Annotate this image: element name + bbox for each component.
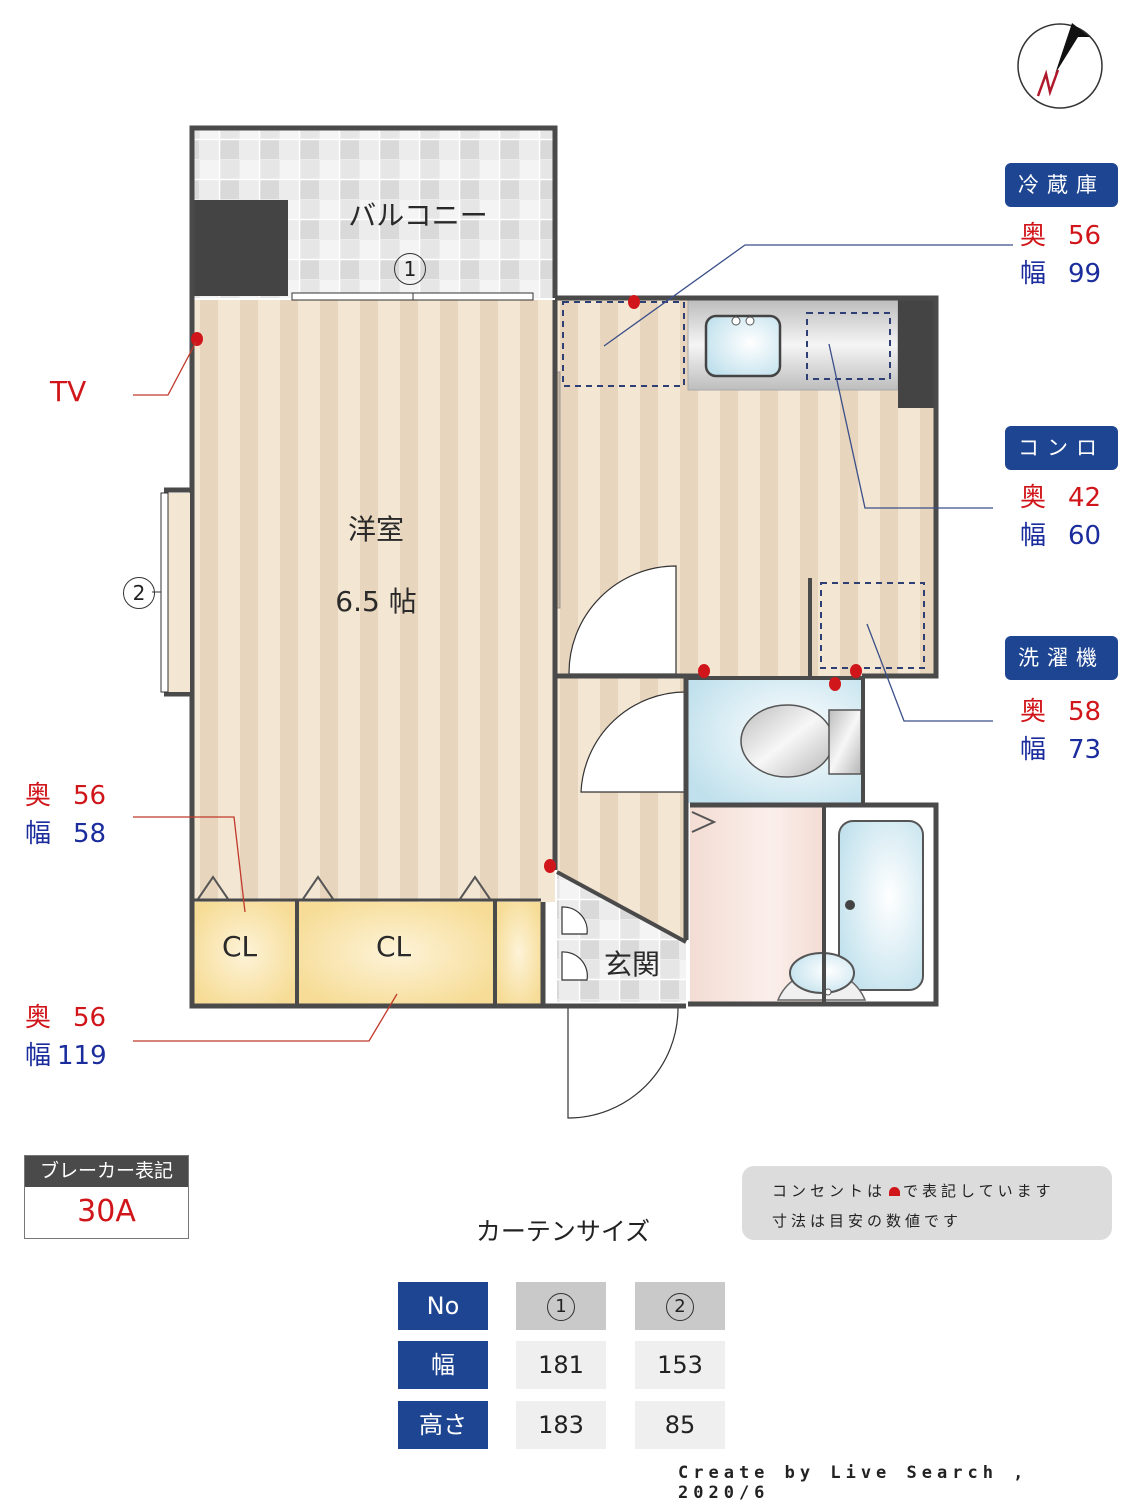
washer-space (808, 578, 925, 676)
row-header-height: 高さ (398, 1401, 488, 1449)
curtain-1-no: 1 (516, 1282, 606, 1330)
western-room-floor (192, 300, 555, 902)
outlet-icon (191, 332, 203, 346)
closet-2-label: CL (376, 930, 412, 963)
balcony-area (189, 125, 558, 300)
outlet-icon (850, 664, 862, 678)
toilet-room (688, 676, 865, 803)
curtain-size-title: カーテンサイズ (475, 1217, 651, 1246)
tv-label: TV (50, 375, 87, 408)
closets (194, 875, 541, 1004)
western-room-size: 6.5 帖 (335, 585, 417, 618)
front-door-swing (567, 1007, 679, 1119)
window-1-marker: 1 (394, 253, 426, 285)
sink-icon (704, 314, 782, 378)
curtain-1-width: 181 (516, 1341, 606, 1389)
curtain-2-width: 153 (635, 1341, 725, 1389)
outlet-icon (544, 859, 556, 873)
leader-lines (133, 244, 1013, 1042)
north-arrow-icon (1017, 23, 1103, 109)
walls (164, 295, 939, 1009)
balcony-label: バルコニー (348, 199, 488, 232)
breaker-info: ブレーカー表記 30A (24, 1155, 189, 1239)
curtain-1-height: 183 (516, 1401, 606, 1449)
bathtub-icon (838, 820, 924, 991)
window-1 (291, 292, 534, 301)
toilet-icon (740, 704, 834, 778)
outlet-icon (628, 295, 640, 309)
breaker-title: ブレーカー表記 (25, 1156, 188, 1187)
bathroom (688, 802, 939, 1007)
entrance-label: 玄関 (603, 948, 660, 981)
window-2 (152, 492, 190, 693)
kitchen-counter (687, 298, 935, 408)
stove-space (806, 312, 891, 380)
outlet-markers (191, 295, 862, 873)
window-2-marker: 2 (123, 577, 155, 609)
outlet-icon (829, 677, 841, 691)
row-header-width: 幅 (398, 1341, 488, 1389)
stove-badge: コンロ (1005, 426, 1118, 470)
breaker-value: 30A (77, 1194, 136, 1229)
entrance-area (556, 870, 687, 1119)
fridge-badge: 冷蔵庫 (1005, 163, 1118, 207)
fridge-space (562, 301, 685, 387)
closet-1-label: CL (222, 930, 258, 963)
row-header-no: No (398, 1282, 488, 1330)
outlet-icon (889, 1187, 901, 1196)
western-room-label: 洋室 (347, 513, 404, 546)
curtain-2-no: 2 (635, 1282, 725, 1330)
washer-badge: 洗濯機 (1005, 636, 1118, 680)
legend-note: コンセントはで表記しています 寸法は目安の数値です (742, 1166, 1112, 1240)
curtain-2-height: 85 (635, 1401, 725, 1449)
outlet-icon (698, 664, 710, 678)
credit-footer: Create by Live Search , 2020/6 (678, 1463, 1029, 1503)
